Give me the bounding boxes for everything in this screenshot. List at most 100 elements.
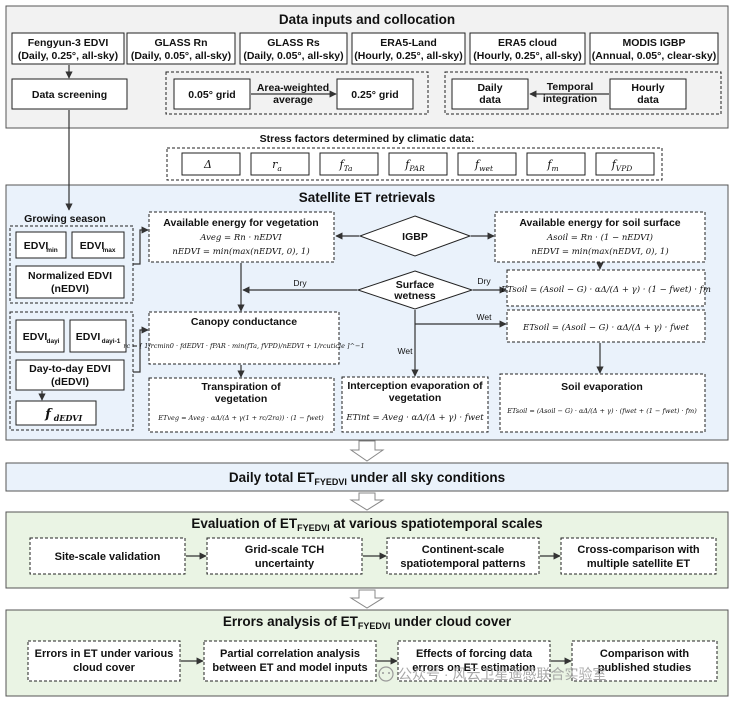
edvi-max-sub: max [102, 247, 115, 254]
error-box-1 [203, 640, 377, 682]
daily-total-section [5, 462, 729, 492]
evaluation-title: Evaluation of ETFYEDVI at various spatio… [191, 516, 542, 533]
dry-label-left: Dry [293, 278, 307, 288]
error-label-0-0: Errors in ET under various [35, 648, 174, 660]
hourly-data-label-2: data [637, 94, 659, 106]
stress-factors-title: Stress factors determined by climatic da… [260, 133, 475, 145]
soil-energy-eq2: nEDVI = min(max(nEDVI, 0), 1) [531, 246, 668, 257]
canopy-conductance-box [148, 311, 340, 365]
soil-energy-box [494, 211, 706, 263]
surface-wetness-diamond [356, 270, 474, 310]
watermark: 公众号 · 风云卫星遥感联合实验室 [378, 666, 606, 682]
stress-factor-box-2 [319, 152, 379, 176]
input-name-1: GLASS Rn [154, 37, 207, 49]
stress-factor-5: fm [546, 158, 558, 173]
stress-factor-4: fwet [474, 158, 494, 173]
grid-fine-box [173, 78, 251, 110]
evaluation-box-2 [386, 537, 540, 575]
input-box-3 [351, 32, 466, 65]
edvi-dayi1-sub: dayi-1 [102, 338, 121, 345]
input-name-2: GLASS Rs [267, 37, 320, 49]
soil-dry-eq: ETsoil = (Asoil − G) · αΔ/(Δ + γ) · (1 −… [500, 284, 711, 295]
spatial-collocation-group [165, 71, 429, 115]
error-label-1-0: Partial correlation analysis [220, 648, 360, 660]
input-name-5: MODIS IGBP [622, 37, 685, 49]
flow-arrow-3 [349, 589, 385, 609]
stress-factor-0: Δ [203, 158, 212, 171]
temporal-collocation-group [444, 71, 722, 115]
input-datasets: Fengyun-3 EDVI(Daily, 0.25°, all-sky)GLA… [11, 32, 719, 65]
wechat-icon [378, 666, 394, 682]
edvi-min-label: EDVI [24, 240, 49, 252]
data-screening-label: Data screening [32, 89, 107, 101]
veg-energy-eq2: nEDVI = min(max(nEDVI, 0), 1) [172, 246, 309, 257]
stress-factor-box-6 [595, 152, 655, 176]
interception-eq: ETint = Aveg · αΔ/(Δ + γ) · fwet [345, 412, 484, 423]
edvi-dayi-sub: dayi [46, 338, 59, 345]
daily-total-title: Daily total ETFYEDVI under all sky condi… [229, 470, 505, 487]
soil-evaporation-title: Soil evaporation [561, 381, 643, 393]
growing-season-label: Growing season [24, 213, 106, 225]
edvi-max-label: EDVI [80, 240, 105, 252]
input-detail-3: (Hourly, 0.25°, all-sky) [354, 50, 462, 62]
edvi-dayi-label: EDVI [23, 331, 48, 343]
daily-data-label-1: Daily [477, 82, 502, 94]
stress-factor-2: fTa [339, 158, 353, 173]
retrieval-title: Satellite ET retrievals [299, 190, 436, 205]
evaluation-label-2-1: spatiotemporal patterns [400, 558, 525, 570]
transpiration-box [148, 377, 335, 433]
input-detail-1: (Daily, 0.05°, all-sky) [131, 50, 231, 62]
dry-label-right: Dry [477, 276, 491, 286]
evaluation-label-2-0: Continent-scale [422, 544, 505, 556]
transpiration-eq: ETveg = Aveg · αΔ/(Δ + γ(1 + rc/2ra)) · … [157, 414, 324, 422]
flow-arrow-2 [349, 492, 385, 511]
evaluation-box-1 [206, 537, 363, 575]
stress-factor-box-4 [457, 152, 517, 176]
grid-coarse-box [336, 78, 414, 110]
daily-data-box [451, 78, 529, 110]
temporal-integration-label-2: integration [543, 93, 597, 105]
input-box-0 [11, 32, 125, 65]
soil-energy-eq1: Asoil = Rn · (1 − nEDVI) [546, 232, 653, 243]
dedvi-label-2: (dEDVI) [51, 376, 89, 388]
evaluation-box-0 [29, 537, 186, 575]
input-name-3: ERA5-Land [380, 37, 437, 49]
hourly-data-box [609, 78, 687, 110]
edvi-min-box [15, 231, 67, 259]
surface-wetness-label-1: Surface [396, 279, 435, 291]
f-dedvi-box [15, 400, 97, 426]
input-detail-5: (Annual, 0.05°, clear-sky) [592, 50, 716, 62]
stress-factor-box-1 [250, 152, 310, 176]
stress-factor-box-3 [388, 152, 448, 176]
nedvi-box [15, 265, 125, 299]
dedvi-label-1: Day-to-day EDVI [29, 363, 111, 375]
wet-label-right: Wet [477, 312, 493, 322]
error-label-3-0: Comparison with [600, 648, 690, 660]
input-name-0: Fengyun-3 EDVI [28, 37, 109, 49]
grid-coarse-label: 0.25° grid [351, 89, 398, 101]
soil-evaporation-eq: ETsoil = (Asoil − G) · αΔ/(Δ + γ) · (fwe… [506, 407, 697, 415]
error-label-1-1: between ET and model inputs [212, 662, 367, 674]
veg-energy-title: Available energy for vegetation [163, 217, 318, 229]
soil-evaporation-box [499, 373, 706, 433]
evaluation-label-1-1: uncertainty [255, 558, 315, 570]
evaluation-box-3 [560, 537, 717, 575]
dedvi-box [15, 359, 125, 391]
error-box-2 [397, 640, 551, 682]
evaluation-label-3-1: multiple satellite ET [587, 558, 691, 570]
daily-data-label-2: data [479, 94, 501, 106]
stress-factor-1: ra [272, 158, 282, 173]
stress-factor-3: fPAR [404, 158, 425, 173]
grid-fine-label: 0.05° grid [188, 89, 235, 101]
nedvi-label-2: (nEDVI) [51, 283, 89, 295]
wet-label-down: Wet [398, 346, 414, 356]
error-label-2-0: Effects of forcing data [416, 648, 533, 660]
igbp-diamond [358, 215, 472, 257]
stress-factor-box-5 [526, 152, 586, 176]
data-screening-box [11, 78, 128, 110]
error-box-3 [571, 640, 718, 682]
transpiration-title-2: vegetation [215, 393, 268, 405]
stress-factors-group [166, 147, 663, 181]
